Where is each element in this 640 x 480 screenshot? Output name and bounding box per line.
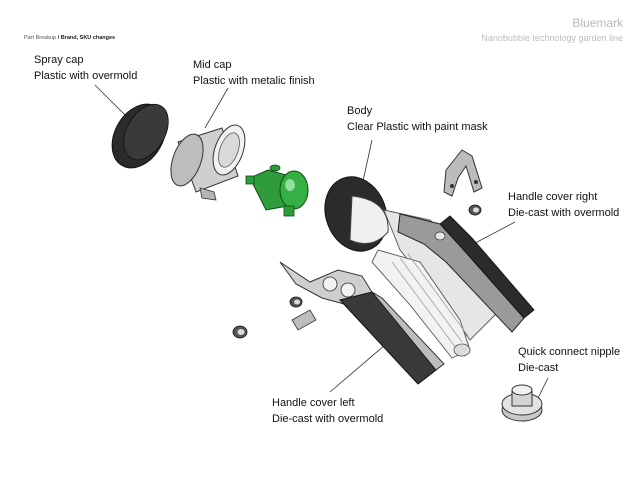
label-handle-cover-right-name: Handle cover right bbox=[508, 191, 598, 203]
label-handle-cover-left: Handle cover left Die-cast with overmold bbox=[272, 395, 383, 427]
label-mid-cap-material: Plastic with metalic finish bbox=[193, 75, 315, 87]
label-handle-cover-right: Handle cover right Die-cast with overmol… bbox=[508, 189, 619, 221]
leader-nipple bbox=[537, 377, 549, 399]
breadcrumb-page: Brand, SKU changes bbox=[60, 35, 116, 41]
label-handle-cover-left-material: Die-cast with overmold bbox=[272, 413, 384, 425]
handle-cover-right-part bbox=[397, 213, 535, 333]
small-screws bbox=[232, 204, 482, 339]
mid-cap-part bbox=[170, 124, 246, 201]
label-quick-connect-nipple-material: Die-cast bbox=[518, 362, 559, 374]
label-quick-connect-nipple-name: Quick connect nipple bbox=[518, 346, 621, 358]
breadcrumb-separator: / bbox=[56, 35, 61, 41]
label-spray-cap-name: Spray cap bbox=[34, 54, 84, 66]
label-handle-cover-left-name: Handle cover left bbox=[272, 397, 355, 409]
label-mid-cap-name: Mid cap bbox=[193, 59, 232, 71]
body-part bbox=[324, 176, 501, 359]
green-valve-part bbox=[245, 164, 309, 217]
leader-spray-cap bbox=[94, 84, 129, 119]
label-body-name: Body bbox=[347, 105, 373, 117]
leader-handle-left bbox=[329, 344, 386, 393]
label-body-material: Clear Plastic with paint mask bbox=[347, 121, 488, 133]
brand-block: Bluemark Nanobubble technology garden li… bbox=[481, 16, 623, 43]
label-spray-cap: Spray cap Plastic with overmold bbox=[34, 52, 137, 84]
label-quick-connect-nipple: Quick connect nipple Die-cast bbox=[518, 344, 620, 376]
label-body: Body Clear Plastic with paint mask bbox=[347, 103, 488, 135]
label-spray-cap-material: Plastic with overmold bbox=[34, 70, 138, 82]
label-mid-cap: Mid cap Plastic with metalic finish bbox=[193, 57, 315, 89]
label-handle-cover-right-material: Die-cast with overmold bbox=[508, 207, 620, 219]
leader-lines bbox=[94, 84, 549, 399]
handle-cover-left-part bbox=[279, 261, 445, 385]
brand-tagline: Nanobubble technology garden line bbox=[481, 33, 623, 43]
breadcrumb-section: Part Breakup bbox=[24, 35, 57, 41]
quick-connect-nipple-part bbox=[501, 384, 543, 422]
bracket-part bbox=[443, 149, 483, 197]
breadcrumb: Part Breakup / Brand, SKU changes bbox=[24, 35, 115, 41]
leader-mid-cap bbox=[204, 87, 229, 129]
brand-name: Bluemark bbox=[572, 16, 623, 30]
spray-cap-part bbox=[111, 103, 169, 169]
